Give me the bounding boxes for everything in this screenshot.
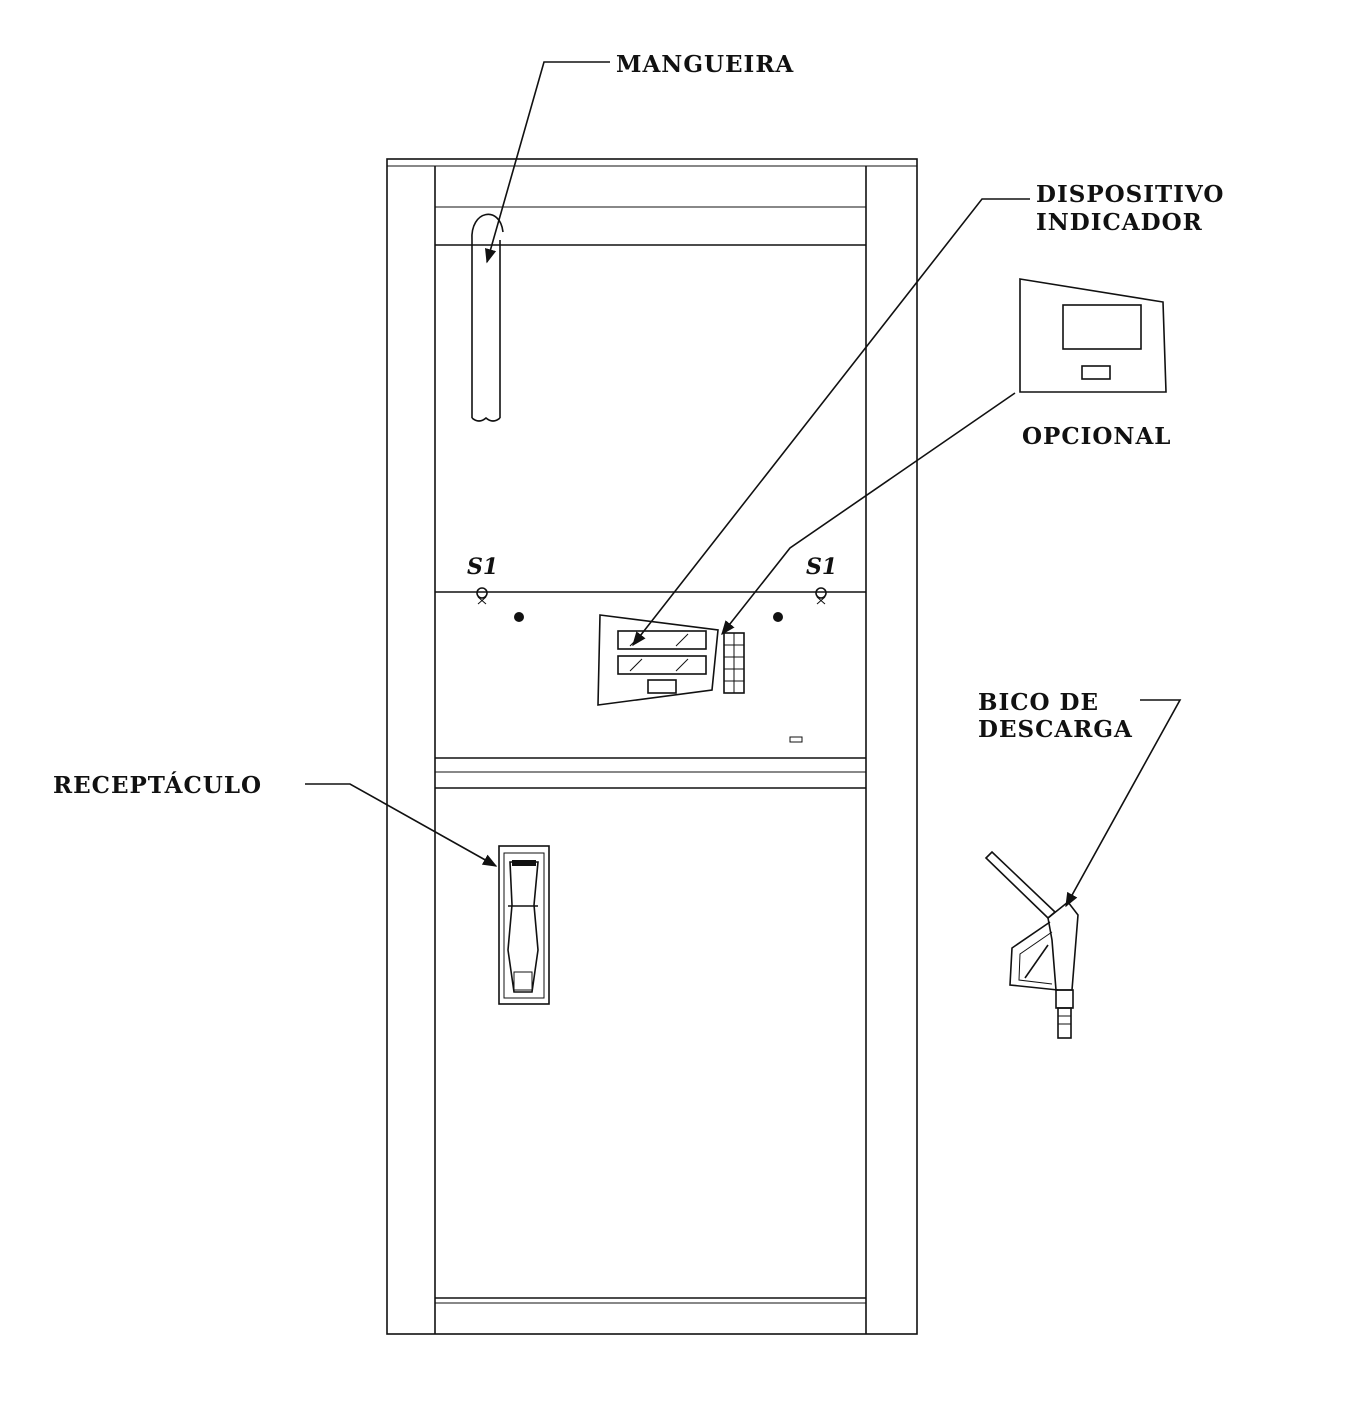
leader-dispositivo bbox=[632, 198, 1030, 647]
dispenser-cabinet bbox=[386, 158, 918, 1335]
bolt-left bbox=[514, 612, 524, 622]
optional-display bbox=[1019, 278, 1167, 393]
label-s1-right: S1 bbox=[806, 554, 837, 580]
leader-opcional bbox=[721, 392, 1016, 636]
panel-lock bbox=[789, 736, 803, 743]
label-receptaculo: RECEPTÁCULO bbox=[53, 772, 262, 799]
indicator-display bbox=[597, 614, 719, 706]
label-dispositivo-line1: DISPOSITIVO bbox=[1036, 181, 1224, 208]
label-dispositivo-line2: INDICADOR bbox=[1036, 209, 1203, 236]
leader-bico bbox=[1065, 699, 1182, 908]
leader-mangueira bbox=[485, 61, 610, 264]
label-opcional: OPCIONAL bbox=[1022, 423, 1171, 450]
seal-marker-left bbox=[476, 587, 488, 605]
bolt-right bbox=[773, 612, 783, 622]
nozzle-receptacle bbox=[498, 845, 550, 1005]
keypad bbox=[723, 632, 745, 694]
hose-drawing bbox=[471, 213, 504, 422]
seal-marker-right bbox=[815, 587, 827, 605]
discharge-nozzle bbox=[984, 850, 1079, 1039]
label-bico-line1: BICO DE bbox=[978, 689, 1099, 716]
label-s1-left: S1 bbox=[467, 554, 498, 580]
label-bico-line2: DESCARGA bbox=[978, 716, 1133, 743]
leader-receptaculo bbox=[305, 783, 498, 867]
label-mangueira: MANGUEIRA bbox=[616, 51, 794, 78]
